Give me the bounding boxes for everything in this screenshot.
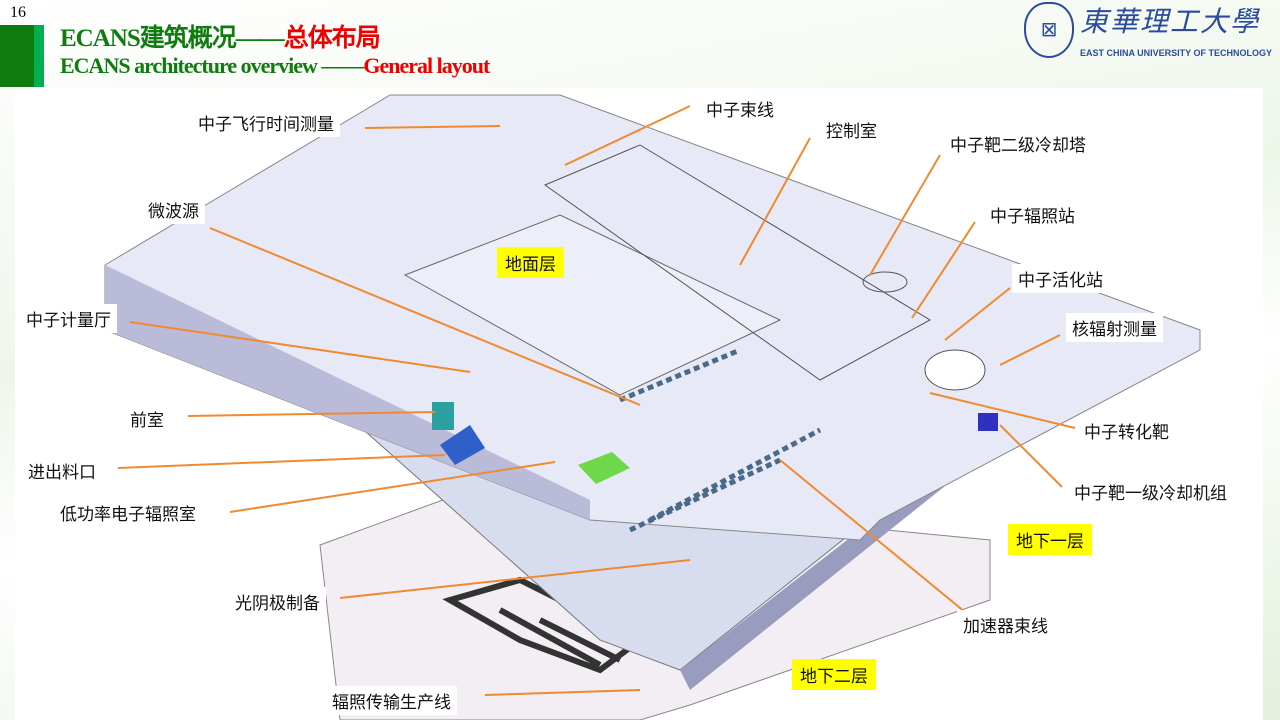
logo-name-en: EAST CHINA UNIVERSITY OF TECHNOLOGY (1080, 48, 1273, 58)
page-number: 16 (10, 4, 26, 21)
lowpower-room-box (578, 452, 630, 484)
label-anteroom: 前室 (124, 404, 170, 433)
label-tof: 中子飞行时间测量 (192, 108, 340, 137)
label-beamline: 中子束线 (700, 94, 780, 123)
logo-name-cn: 東華理工大學 (1080, 5, 1261, 38)
cooling-tower-shape (862, 271, 908, 293)
title-en-highlight: General layout (363, 53, 490, 78)
title-cn: ECANS建筑概况——总体布局 (60, 18, 381, 54)
accent-bar (0, 25, 34, 87)
level-b1: 地下一层 (1008, 524, 1092, 555)
label-port: 进出料口 (22, 456, 102, 485)
university-logo: ⊠ 東華理工大學 EAST CHINA UNIVERSITY OF TECHNO… (1020, 2, 1280, 64)
label-cooling-unit: 中子靶一级冷却机组 (1068, 477, 1233, 506)
level-ground: 地面层 (497, 247, 564, 278)
label-accelerator: 加速器束线 (957, 610, 1054, 639)
title-cn-prefix: ECANS建筑概况—— (60, 25, 285, 52)
seal-icon: ⊠ (1024, 2, 1074, 58)
label-target: 中子转化靶 (1078, 416, 1175, 445)
label-microwave: 微波源 (142, 195, 205, 224)
title-en: ECANS architecture overview ——General la… (60, 53, 490, 79)
accent-bar-light (34, 25, 44, 87)
label-cooling-tower: 中子靶二级冷却塔 (944, 129, 1092, 158)
title-cn-highlight: 总体布局 (283, 25, 381, 52)
port-box (440, 425, 485, 465)
title-en-prefix: ECANS architecture overview —— (60, 53, 364, 78)
label-activation: 中子活化站 (1012, 264, 1109, 293)
label-photocathode: 光阴极制备 (229, 587, 326, 616)
beamline-hall (543, 144, 932, 381)
cooling-unit-box (978, 413, 998, 431)
label-control-room: 控制室 (820, 115, 883, 144)
label-metrology: 中子计量厅 (20, 304, 117, 333)
accelerator-lines (619, 347, 822, 533)
target-room-shape (924, 349, 986, 391)
label-radiation: 核辐射测量 (1066, 313, 1163, 342)
label-irradiation: 中子辐照站 (984, 200, 1081, 229)
level-b2: 地下二层 (792, 659, 876, 690)
label-conveyor: 辐照传输生产线 (326, 686, 457, 715)
label-lowpower: 低功率电子辐照室 (54, 498, 202, 527)
anteroom-box (432, 402, 454, 430)
leader-lines (117, 105, 1076, 696)
conveyor-line (442, 576, 646, 674)
